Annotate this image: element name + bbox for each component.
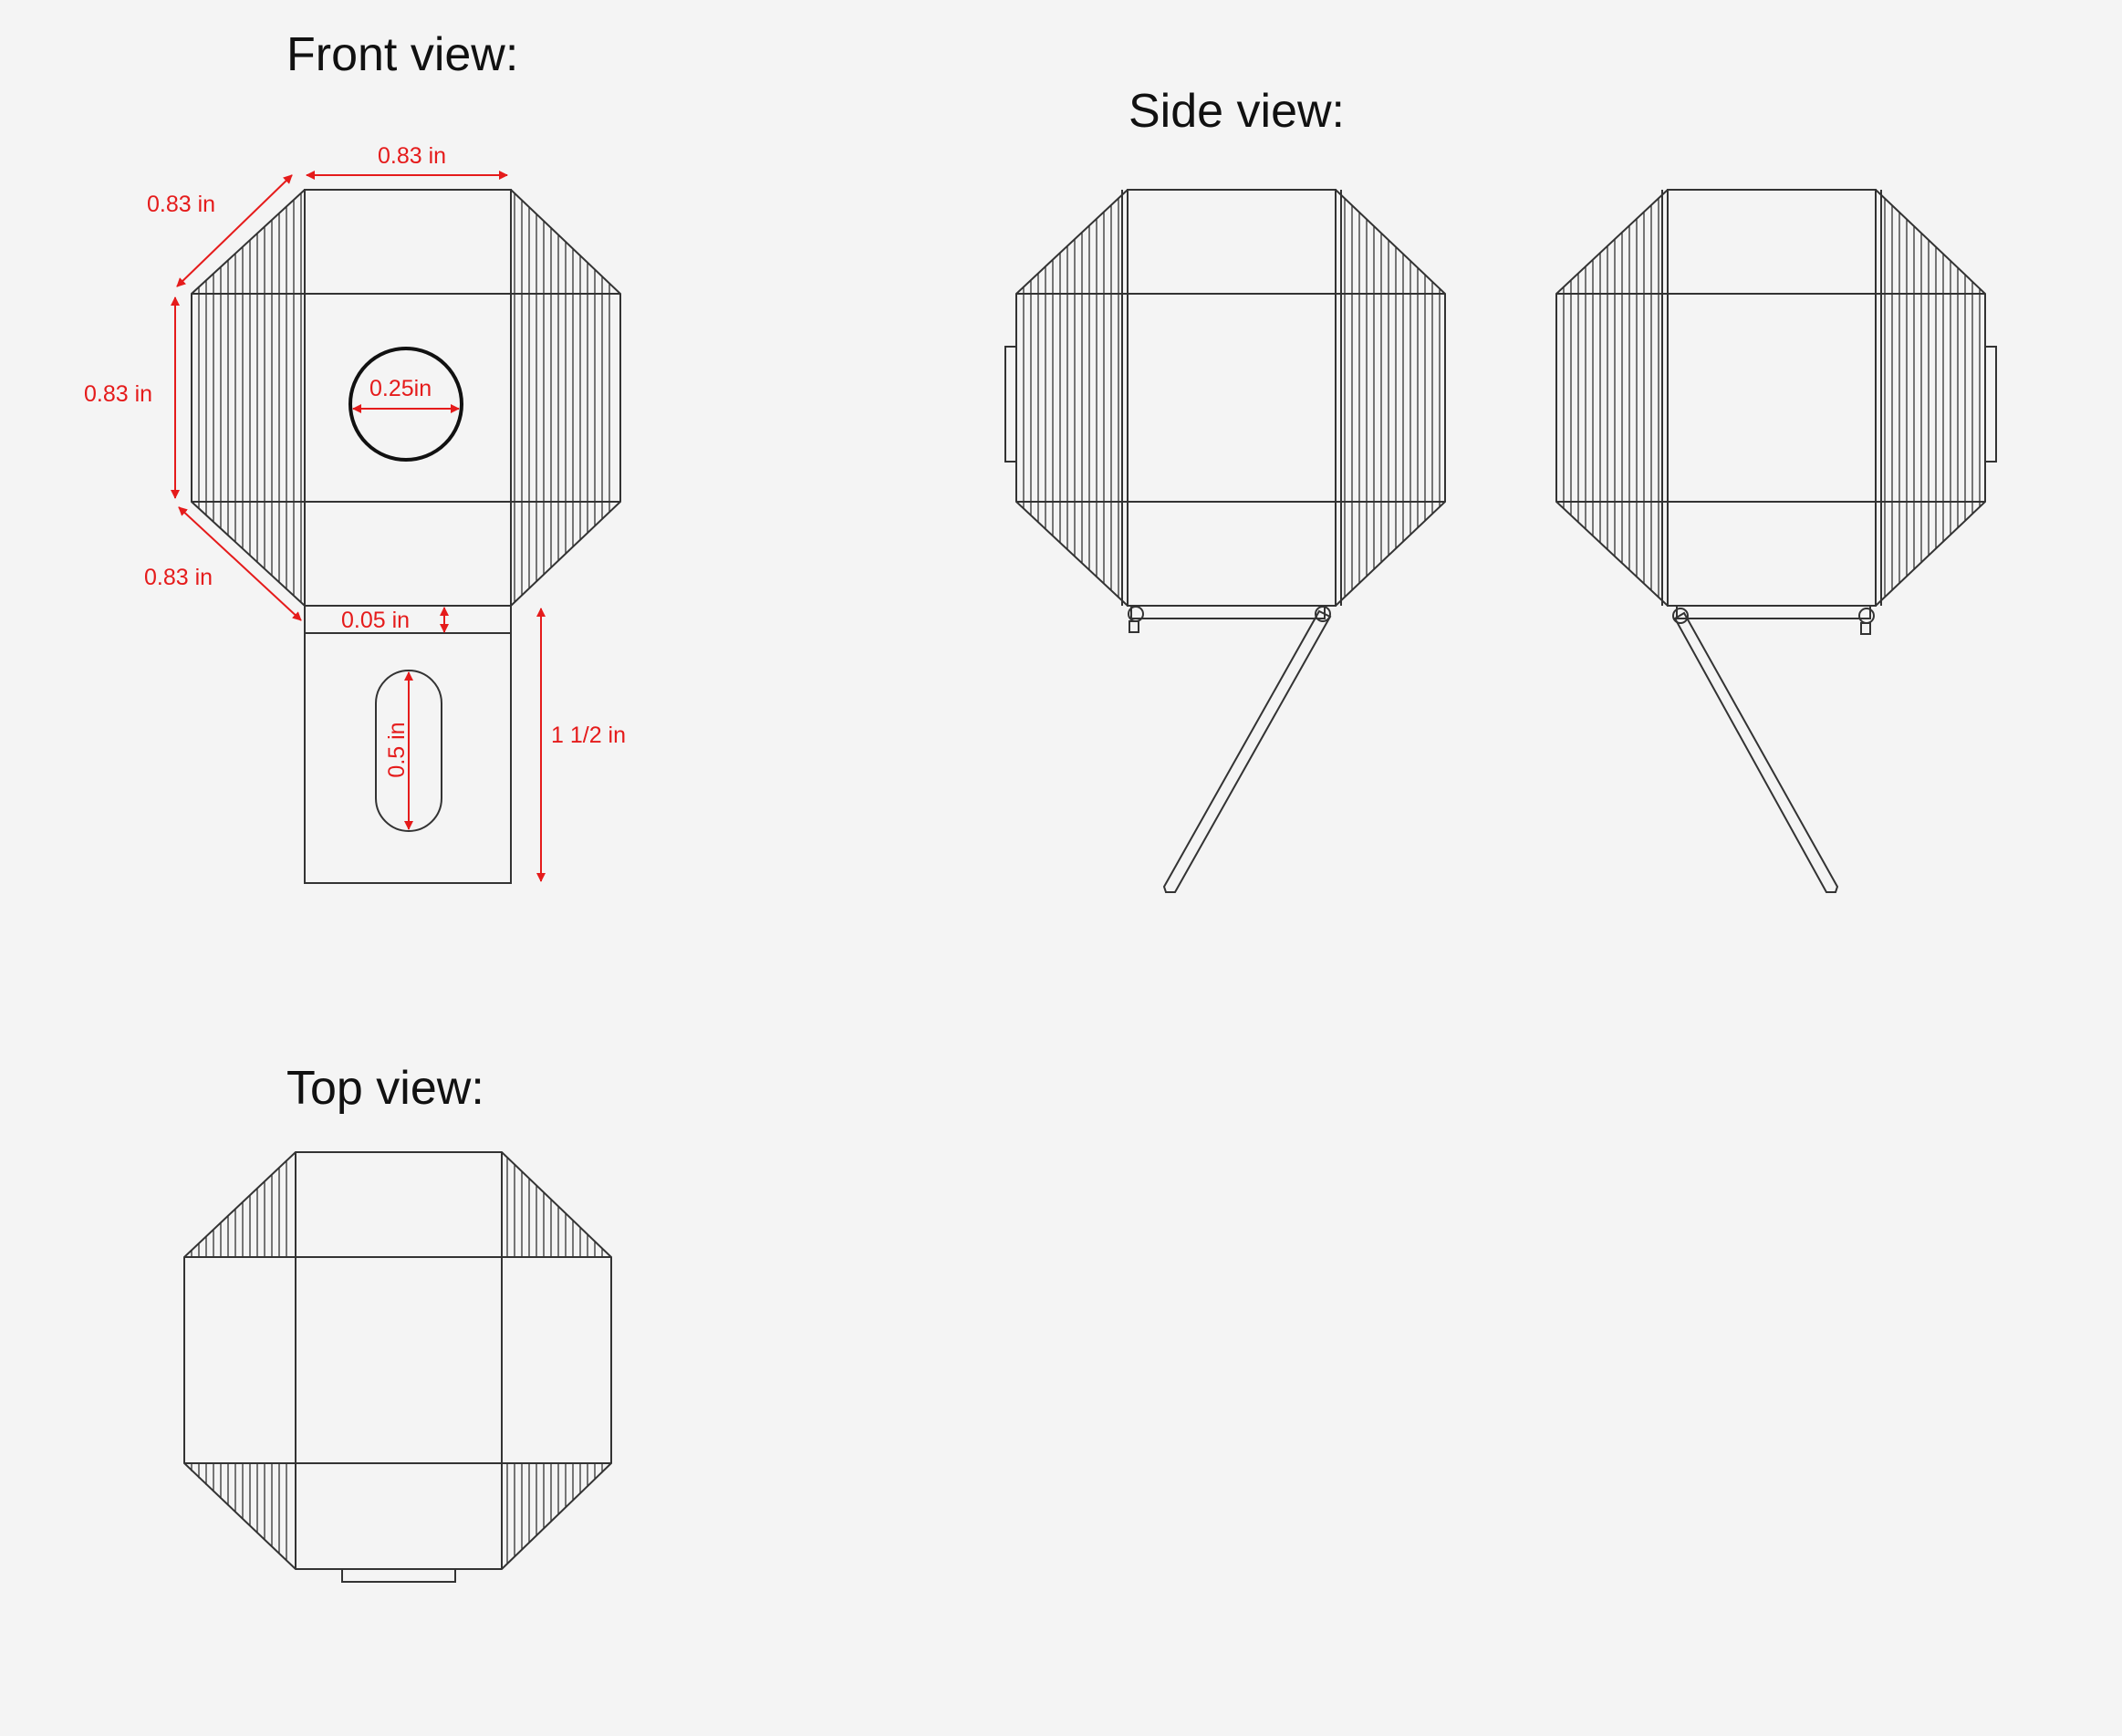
stand-plate bbox=[304, 632, 512, 884]
top-view-title: Top view: bbox=[286, 1062, 484, 1115]
side2-foot-right bbox=[1860, 622, 1871, 635]
side2-kickstand-leg bbox=[1673, 611, 1839, 893]
side-view-right bbox=[1555, 189, 1997, 893]
top-view bbox=[183, 1151, 612, 1583]
side2-tab bbox=[1984, 346, 1997, 463]
front-view-title: Front view: bbox=[286, 28, 518, 81]
gap-dimension-label: 0.05 in bbox=[341, 608, 410, 633]
side1-left-hatching bbox=[1023, 198, 1119, 598]
lower-diagonal-dimension-label: 0.83 in bbox=[144, 565, 213, 590]
left-edge-dimension-label: 0.83 in bbox=[84, 381, 152, 407]
side1-kickstand-leg bbox=[1162, 609, 1332, 893]
front-right-hatching bbox=[514, 192, 610, 603]
side2-right-hatching bbox=[1884, 198, 1981, 598]
slot-length-label: 0.5 in bbox=[384, 722, 410, 777]
top-upper-right-hatching bbox=[506, 1157, 603, 1257]
side1-right-hatching bbox=[1344, 198, 1441, 598]
side2-left-hatching bbox=[1563, 198, 1659, 598]
lower-diagonal-dimension-line bbox=[178, 506, 302, 621]
top-upper-left-hatching bbox=[191, 1160, 287, 1257]
stand-slot bbox=[375, 670, 442, 832]
upper-diagonal-dimension-label: 0.83 in bbox=[147, 192, 215, 217]
side-view-title: Side view: bbox=[1129, 85, 1345, 138]
side2-center-panel bbox=[1667, 189, 1877, 607]
side1-pivot-right bbox=[1315, 606, 1331, 622]
stand-height-dimension-label: 1 1/2 in bbox=[551, 722, 626, 748]
side1-tab bbox=[1004, 346, 1017, 463]
side2-hinge-bar bbox=[1676, 605, 1871, 619]
upper-diagonal-dimension-line bbox=[176, 174, 293, 287]
side2-pivot-left bbox=[1672, 608, 1689, 624]
side2-pivot-right bbox=[1858, 608, 1875, 624]
top-octagon-outline bbox=[183, 1151, 612, 1570]
side1-hinge-bar bbox=[1130, 605, 1326, 619]
top-center-panel bbox=[295, 1256, 503, 1464]
top-lower-left-hatching bbox=[191, 1463, 287, 1561]
side1-foot-left bbox=[1129, 620, 1139, 633]
mounting-hole bbox=[348, 347, 463, 462]
top-stand-edge bbox=[341, 1568, 456, 1583]
top-lower-right-hatching bbox=[506, 1463, 603, 1564]
front-view: 0.25in 0.5 in 0.83 in 0.83 in 0.83 in 0.… bbox=[84, 143, 626, 884]
side-view-left bbox=[1004, 189, 1446, 893]
side1-center-panel bbox=[1127, 189, 1337, 607]
top-edge-dimension-label: 0.83 in bbox=[378, 143, 446, 169]
hole-diameter-label: 0.25in bbox=[369, 376, 432, 401]
